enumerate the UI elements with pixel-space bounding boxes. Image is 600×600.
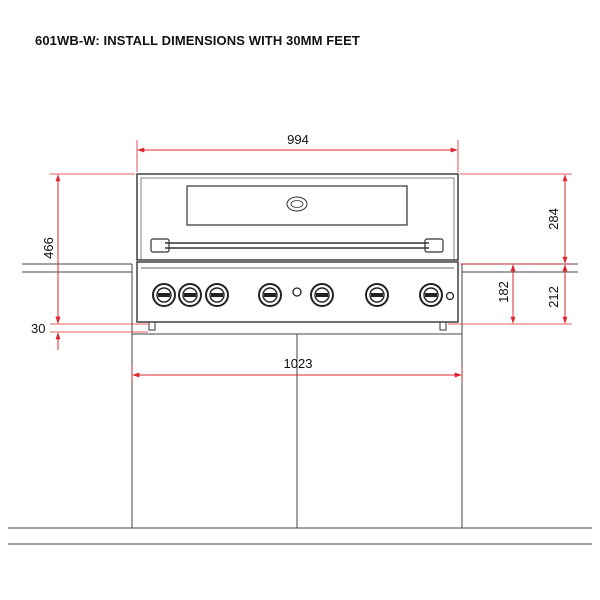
control-panel <box>136 261 459 323</box>
control-knob-icon <box>178 283 202 307</box>
hood-handle <box>150 238 444 253</box>
igniter-button-icon <box>292 287 302 297</box>
control-knob-icon <box>258 283 282 307</box>
unit-feet <box>148 321 447 331</box>
handle-bracket-left <box>150 238 170 253</box>
knob-row <box>152 283 443 307</box>
brand-badge-icon <box>286 196 308 212</box>
dim-label-994: 994 <box>287 132 309 147</box>
label-bg-994 <box>281 131 315 147</box>
page-title: 601WB-W: INSTALL DIMENSIONS WITH 30MM FE… <box>35 33 360 48</box>
dim-label-30: 30 <box>31 321 45 336</box>
dim-label-212: 212 <box>546 286 561 308</box>
bench-outline <box>8 263 592 545</box>
hood-inner-panel <box>140 177 455 261</box>
hood-body <box>136 173 459 261</box>
dim-label-466: 466 <box>41 237 56 259</box>
hood-window <box>186 185 408 226</box>
extension-lines <box>50 140 572 382</box>
dim-label-1023: 1023 <box>284 356 313 371</box>
control-knob-icon <box>310 283 334 307</box>
dim-label-182: 182 <box>496 281 511 303</box>
control-knob-icon <box>205 283 229 307</box>
control-knob-icon <box>419 283 443 307</box>
igniter-button-icon <box>445 291 455 301</box>
foot-right <box>439 321 447 331</box>
igniter-group <box>292 287 455 301</box>
control-knob-icon <box>365 283 389 307</box>
barbecue-unit <box>136 173 459 331</box>
control-knob-icon <box>152 283 176 307</box>
handle-bracket-right <box>424 238 444 253</box>
dim-label-284: 284 <box>546 208 561 230</box>
foot-left <box>148 321 156 331</box>
dimension-lines <box>55 147 568 378</box>
